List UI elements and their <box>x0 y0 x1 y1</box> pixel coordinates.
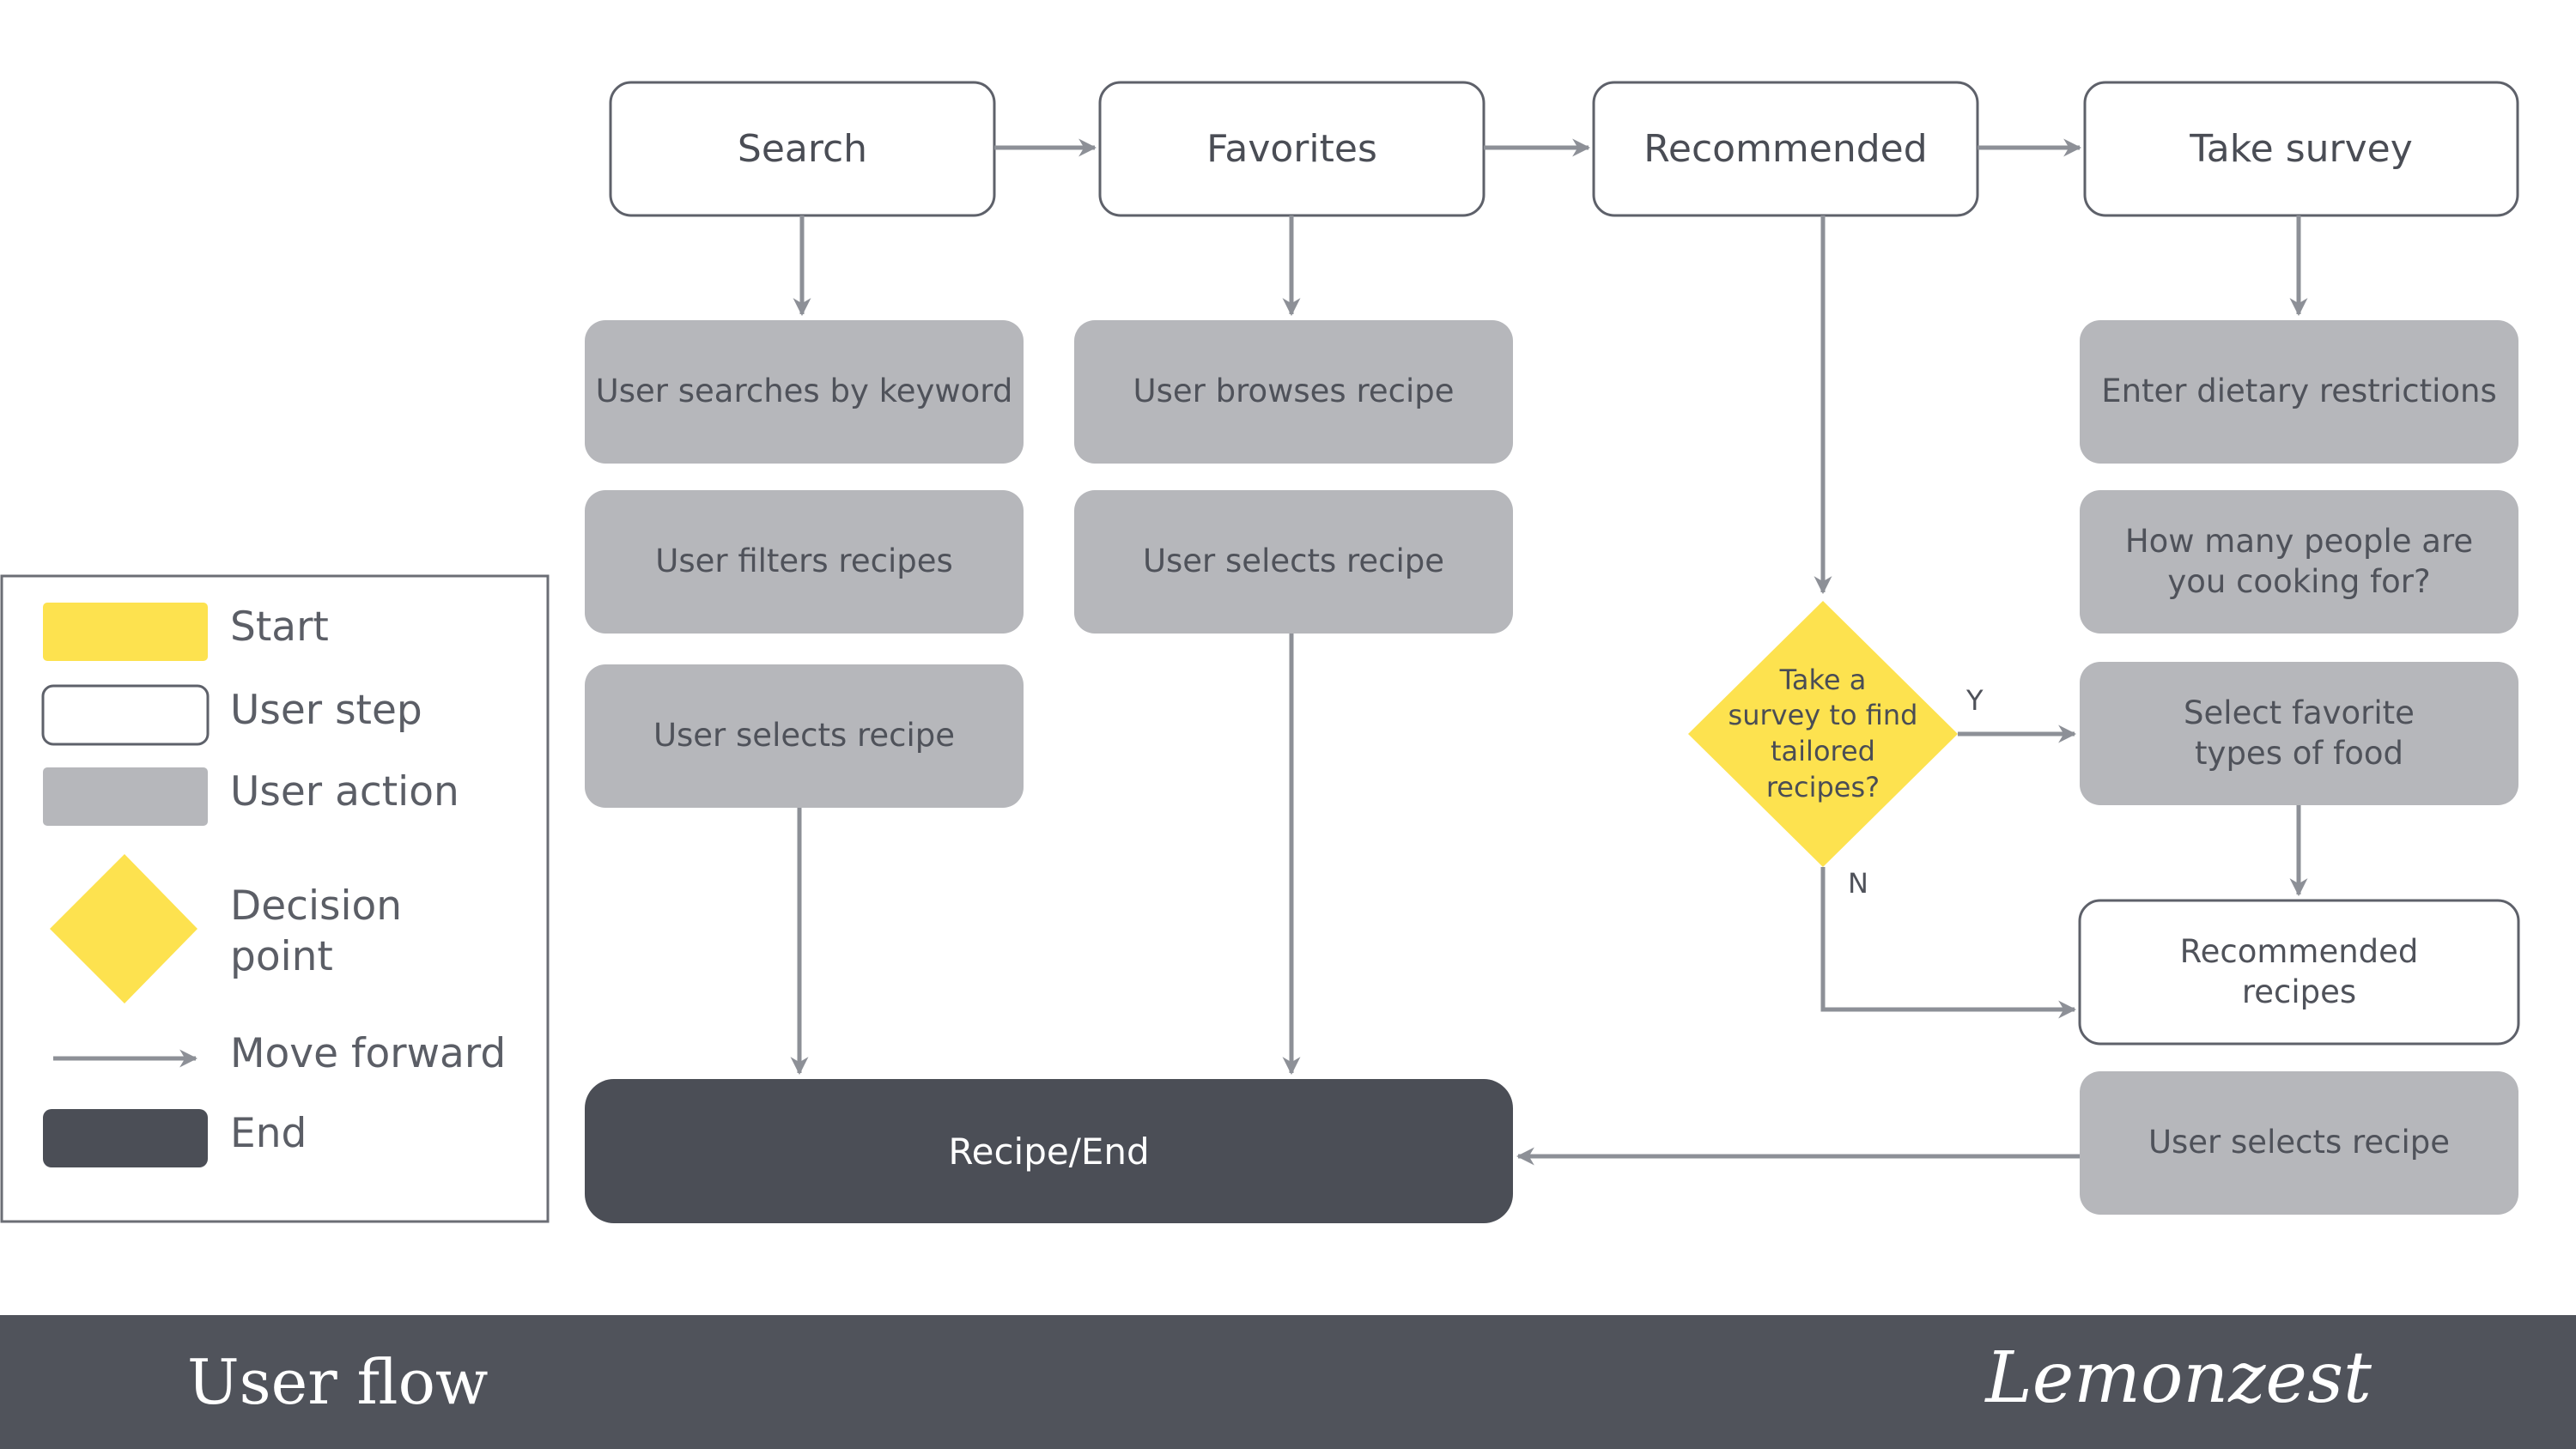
legend-user-step-label: User step <box>230 687 422 734</box>
step-favorites-label: Favorites <box>1206 127 1377 171</box>
arrow-decision-no <box>1820 867 2077 1019</box>
footer-bar <box>0 1315 2576 1449</box>
legend-decision-label: Decision point <box>230 882 403 980</box>
legend-end-label: End <box>230 1110 307 1157</box>
step-recommended-label: Recommended <box>1643 127 1928 171</box>
step-take-survey-label: Take survey <box>2190 127 2413 171</box>
action-box-survey-people <box>2080 490 2518 634</box>
action-box-fav-select <box>1074 490 1513 634</box>
legend-move-forward-label: Move forward <box>230 1030 507 1077</box>
action-box-search-filters <box>585 490 1024 634</box>
legend-start-label: Start <box>230 603 329 651</box>
legend-user-step-swatch <box>41 684 210 746</box>
action-box-survey-dietary <box>2080 320 2518 464</box>
footer-brand-logo: Lemonzest <box>1985 1337 2372 1419</box>
decision-yes-label: Y <box>1966 684 1984 717</box>
decision-label: Take a survey to find tailored recipes? <box>1728 663 1918 803</box>
step-box-recommended-recipes <box>2078 899 2520 1046</box>
legend-user-action-swatch <box>43 767 208 826</box>
end-box <box>585 1079 1513 1223</box>
action-box-fav-browse <box>1074 320 1513 464</box>
recommended-recipes-label: Recommended recipes <box>2179 933 2419 1010</box>
action-search-keyword-label: User searches by keyword <box>595 373 1013 410</box>
action-box-rec-select <box>2080 1071 2518 1215</box>
action-survey-dietary-label: Enter dietary restrictions <box>2101 373 2497 410</box>
step-search-label: Search <box>737 127 868 171</box>
action-survey-food-label: Select favorite types of food <box>2184 694 2415 772</box>
action-fav-browse-label: User browses recipe <box>1133 373 1455 410</box>
action-fav-select-label: User selects recipe <box>1142 543 1445 580</box>
decision-no-label: N <box>1848 867 1868 900</box>
step-box-take-survey <box>2083 81 2519 217</box>
footer-title: User flow <box>187 1346 489 1418</box>
legend-decision-swatch <box>50 854 197 1003</box>
end-label: Recipe/End <box>948 1130 1150 1173</box>
action-rec-select-label: User selects recipe <box>2148 1124 2451 1161</box>
action-box-search-select <box>585 664 1024 808</box>
action-search-select-label: User selects recipe <box>653 717 956 755</box>
action-box-search-keyword <box>585 320 1024 464</box>
legend-user-action-label: User action <box>230 768 459 815</box>
action-search-filters-label: User filters recipes <box>655 543 953 580</box>
decision-diamond <box>1688 601 1958 867</box>
action-survey-people-label: How many people are you cooking for? <box>2124 523 2474 600</box>
legend-start-swatch <box>43 603 208 661</box>
legend-end-swatch <box>43 1109 208 1167</box>
action-box-survey-food <box>2080 662 2518 805</box>
